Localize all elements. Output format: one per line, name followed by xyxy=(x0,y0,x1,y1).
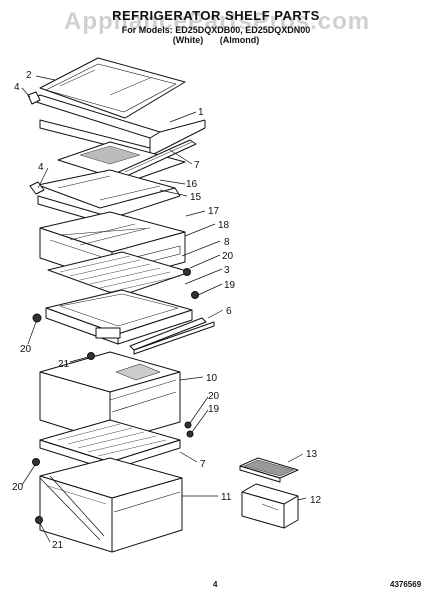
callout-16: 16 xyxy=(186,179,198,190)
cover-frame xyxy=(45,289,215,355)
callout-12: 12 xyxy=(310,495,322,506)
callout-7: 8 xyxy=(224,237,230,248)
slide-clips xyxy=(32,268,199,524)
callout-15: 15 xyxy=(190,192,202,203)
callout-10: 10 xyxy=(206,373,218,384)
callout-19b: 19 xyxy=(208,404,220,415)
callout-20b: 20 xyxy=(20,344,32,355)
callout-5: 7 xyxy=(194,160,200,171)
callout-1: 1 xyxy=(198,107,204,118)
callout-17: 17 xyxy=(208,206,220,217)
callout-3: 3 xyxy=(224,265,230,276)
document-number: 4376569 xyxy=(390,580,422,589)
callout-4b: 4 xyxy=(38,162,44,173)
callout-4a: 4 xyxy=(14,82,20,93)
callout-20d: 20 xyxy=(12,482,24,493)
callout-21a: 21 xyxy=(58,359,70,370)
leader-lines xyxy=(21,75,307,543)
color-labels: (White) (Almond) xyxy=(172,35,260,45)
watermark: AppliancePartsPros.com xyxy=(64,8,371,35)
crisper-drawer-lower xyxy=(39,457,183,553)
diagram-title: REFRIGERATOR SHELF PARTS xyxy=(112,8,320,23)
page-number: 4 xyxy=(213,580,218,589)
dairy-bin xyxy=(239,457,299,529)
callout-labels: 2 4 1 7 4 16 15 17 18 8 20 3 19 6 20 21 … xyxy=(12,70,322,551)
glass-shelf-second xyxy=(29,139,197,223)
callout-13: 13 xyxy=(306,449,318,460)
callout-18: 18 xyxy=(218,220,230,231)
model-numbers: For Models: ED25DQXDB00, ED25DQXDN00 xyxy=(121,25,311,35)
callout-8: 7 xyxy=(200,459,206,470)
glass-shelf-top xyxy=(27,57,206,157)
callout-21b: 21 xyxy=(52,540,64,551)
callout-6: 6 xyxy=(226,306,232,317)
callout-20c: 20 xyxy=(208,391,220,402)
callout-11: 11 xyxy=(221,492,232,503)
callout-2: 2 xyxy=(26,70,32,81)
callout-19a: 19 xyxy=(224,280,236,291)
callout-20a: 20 xyxy=(222,251,234,262)
